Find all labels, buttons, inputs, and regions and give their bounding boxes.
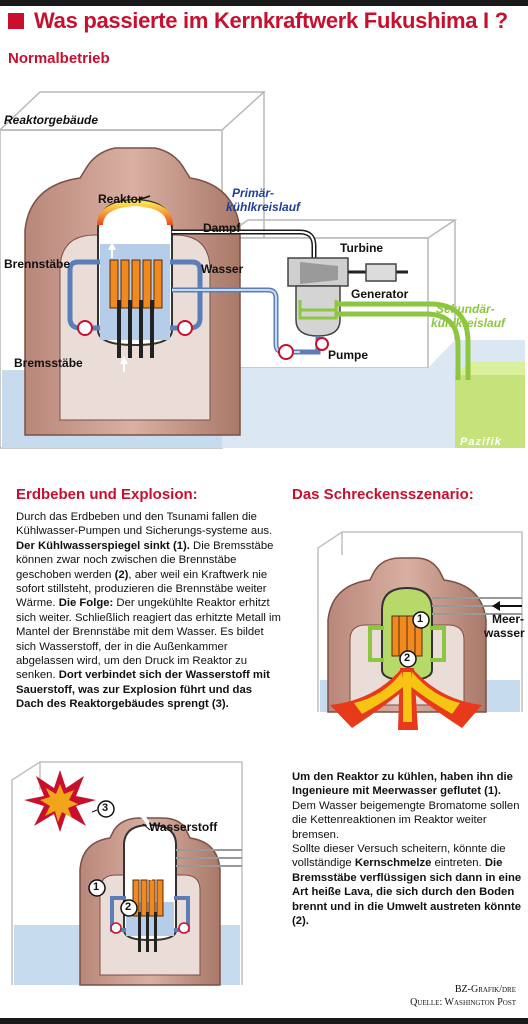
text-scenario-p2: Dem Wasser beigemengte Bromatome sollen … (292, 799, 520, 841)
credit-graphic: BZ-Grafik/dre (454, 984, 516, 995)
heading-earthquake: Erdbeben und Explosion: (16, 486, 198, 503)
text-p1-rest: Die Bremsstäbe können zwar noch zwischen… (16, 539, 274, 581)
text-p2: Der ungekühlte Reaktor erhitzt sich weit… (16, 597, 281, 682)
text-scenario-p1: Um den Reaktor zu kühlen, haben ihn die … (292, 771, 513, 798)
text-p2-bold2: Dort verbindet sich der Wasserstoff mit … (16, 669, 270, 711)
text-p1-rest2: , aber weil ein Kraftwerk nie sofort sti… (16, 568, 268, 610)
label-seawater-2: wasser (484, 626, 525, 640)
water-pool-mid (222, 368, 428, 448)
credit-source: Quelle: Washington Post (410, 997, 516, 1008)
label-primary-loop-2: kühlkreislauf (226, 200, 301, 214)
label-generator: Generator (351, 287, 409, 301)
turbine-assembly (287, 257, 408, 355)
label-water: Wasser (201, 262, 244, 276)
text-scenario-p3-bold2: Die Bremsstäbe verflüssigen sich dann in… (292, 857, 522, 928)
control-rods (117, 300, 154, 358)
text-p2-bold: Die Folge: (58, 597, 114, 610)
label-fuel-rods: Brennstäbe (4, 257, 71, 271)
label-seawater-1: Meer- (492, 612, 525, 626)
text-p1: Durch das Erdbeben und den Tsunami falle… (16, 511, 273, 538)
text-earthquake: Durch das Erdbeben und den Tsunami falle… (16, 510, 282, 712)
text-scenario: Um den Reaktor zu kühlen, haben ihn die … (292, 770, 524, 928)
badge-meltdown-1: 1 (417, 613, 424, 625)
text-scenario-p3-bold: Kernschmelze (354, 857, 432, 870)
label-control-rods: Bremsstäbe (14, 356, 83, 370)
section-heading-normal: Normalbetrieb (8, 50, 110, 67)
badge-1: 1 (93, 881, 100, 893)
label-primary-loop-1: Primär- (232, 186, 275, 200)
bottom-bar (0, 1018, 528, 1024)
badge-3: 3 (102, 802, 109, 814)
label-secondary-loop-2: kühlkreislauf (431, 316, 506, 330)
label-pacific: Pazifik (460, 436, 502, 448)
text-p1-bold: Der Kühlwasserspiegel sinkt (1). (16, 539, 190, 552)
badge-meltdown-2: 2 (404, 652, 411, 664)
normal-operation-diagram (0, 91, 525, 449)
label-reactor-building: Reaktorgebäude (4, 113, 99, 127)
page-title: Was passierte im Kernkraftwerk Fukushima… (34, 8, 508, 33)
label-steam: Dampf (203, 221, 241, 235)
label-secondary-loop-1: Sekundär- (436, 302, 495, 316)
label-reactor: Reaktor (98, 192, 143, 206)
title-marker (8, 13, 24, 29)
badge-2: 2 (125, 901, 132, 913)
fuel-rods (109, 259, 163, 309)
text-scenario-p3: Sollte dieser Versuch scheitern, könnte … (292, 843, 506, 870)
label-pump: Pumpe (328, 348, 369, 362)
heading-scenario: Das Schreckensszenario: (292, 486, 474, 503)
pacific-block (455, 375, 525, 448)
text-scenario-p3-rest: eintreten. (431, 857, 485, 870)
label-turbine: Turbine (340, 241, 384, 255)
top-bar (0, 0, 528, 6)
text-p1-bold2: (2) (114, 568, 129, 581)
label-hydrogen: Wasserstoff (149, 820, 218, 834)
